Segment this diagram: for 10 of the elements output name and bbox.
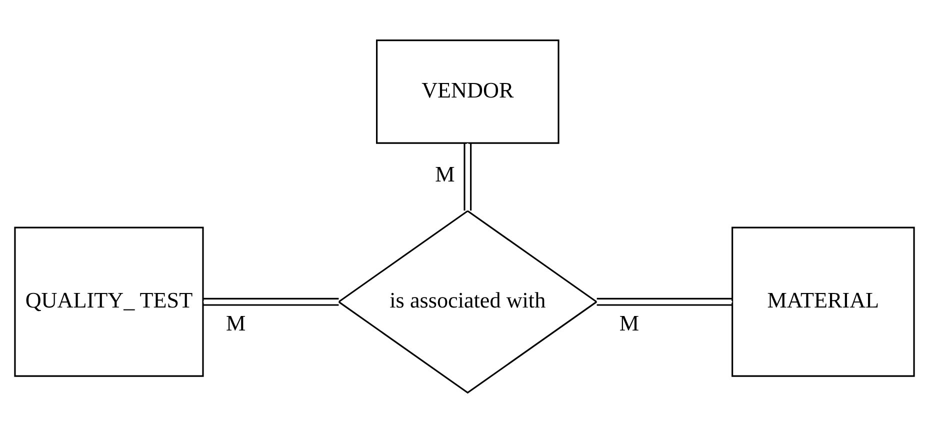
node-diamond: is associated with	[337, 210, 598, 394]
edge-label: M	[435, 161, 455, 186]
edge-label: M	[619, 310, 640, 335]
connector	[596, 297, 732, 306]
edge-label: M	[226, 310, 246, 335]
connector	[464, 142, 472, 210]
connector	[204, 297, 339, 306]
node-box: QUALITY_ TEST	[14, 226, 204, 376]
node-box: MATERIAL	[732, 226, 915, 376]
node-box: VENDOR	[376, 39, 560, 144]
